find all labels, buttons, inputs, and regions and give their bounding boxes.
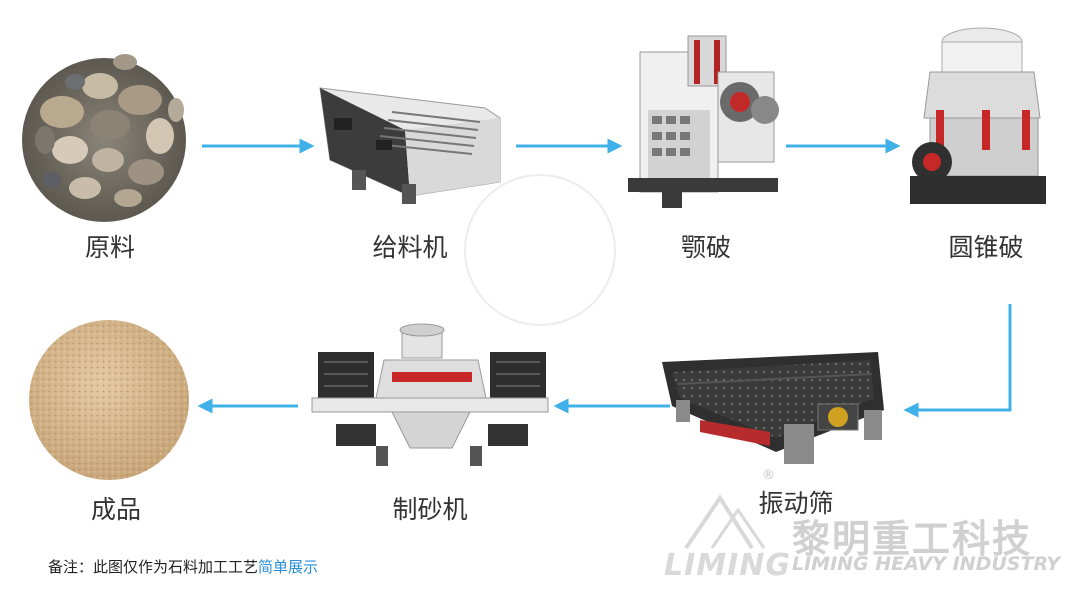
footnote-text: 备注：此图仅作为石料加工工艺 [48,558,259,576]
feeder-image [319,87,501,204]
cone-crusher-image [910,27,1046,204]
vibrating-screen-image [662,352,884,464]
footnote-highlight: 简单展示 [258,558,319,576]
watermark-logo-mark [684,494,766,550]
watermark-logo-text: LIMING [664,548,792,583]
step-label-raw: 原料 [84,233,136,262]
step-label-cone: 圆锥破 [948,233,1024,262]
product-sand-image [29,320,189,480]
watermark-registered-mark: ® [762,468,775,483]
flow-arrows [197,138,1012,418]
step-label-screen: 振动筛 [758,489,834,518]
sand-making-machine-image [311,323,549,466]
watermark-circle [464,174,616,326]
raw-material-image [22,54,186,222]
step-label-product: 成品 [90,495,142,524]
step-label-sand: 制砂机 [392,495,468,524]
arrow-cone-to-screen [903,304,1012,418]
step-label-feeder: 给料机 [372,233,448,262]
watermark-brand-name: 黎明重工科技 [792,517,1033,561]
jaw-crusher-image [628,35,779,208]
footnote: 备注：此图仅作为石料加工工艺简单展示 [48,556,318,577]
step-label-jaw: 颚破 [680,233,732,262]
watermark-english-name: LIMING HEAVY INDUSTRY [792,553,1061,575]
